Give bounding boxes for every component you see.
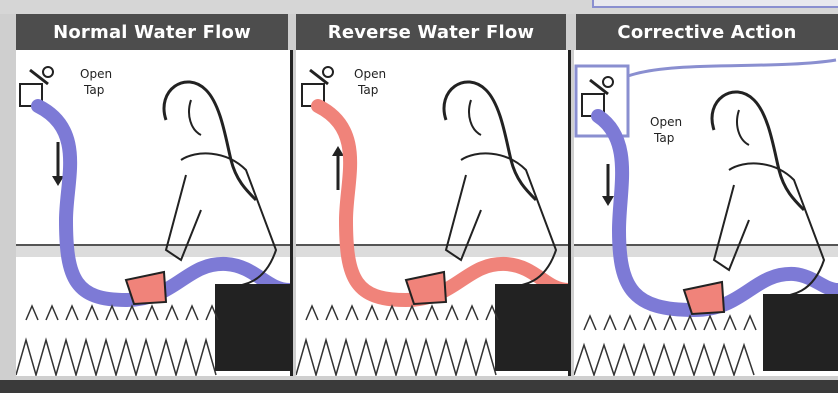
down-arrow-icon <box>602 164 614 206</box>
footer-bar <box>0 380 838 393</box>
woman-figure <box>712 92 838 370</box>
tap-label-line1: Open <box>80 67 112 81</box>
tap-label-line1: Open <box>650 115 682 129</box>
panel-reverse-flow: Open Tap <box>296 50 571 376</box>
nozzle <box>406 272 446 304</box>
flower-bed <box>296 306 498 375</box>
hose <box>38 106 290 300</box>
panel-title-normal: Normal Water Flow <box>16 14 288 50</box>
woman-figure <box>164 82 290 370</box>
tap-label-line1: Open <box>354 67 386 81</box>
flower-bed <box>574 316 756 375</box>
nozzle <box>126 272 166 304</box>
panel-title-reverse: Reverse Water Flow <box>296 14 566 50</box>
hose <box>598 116 838 310</box>
panel-corrective-action: Open Tap <box>574 50 838 376</box>
highlight-box-top <box>592 0 838 8</box>
woman-figure <box>444 82 568 370</box>
reverse-flow-illustration: Open Tap <box>296 50 568 376</box>
normal-flow-illustration: Open Tap <box>16 50 290 376</box>
highlight-connector <box>628 60 836 76</box>
tap-label-line2: Tap <box>653 131 674 145</box>
nozzle <box>684 282 724 314</box>
panel-title-corrective: Corrective Action <box>576 14 838 50</box>
corrective-action-illustration: Open Tap <box>574 50 838 376</box>
tap-label-line2: Tap <box>83 83 104 97</box>
tap-label-line2: Tap <box>357 83 378 97</box>
flower-bed <box>16 306 218 375</box>
hose <box>318 106 568 300</box>
panel-normal-flow: Open Tap <box>16 50 293 376</box>
